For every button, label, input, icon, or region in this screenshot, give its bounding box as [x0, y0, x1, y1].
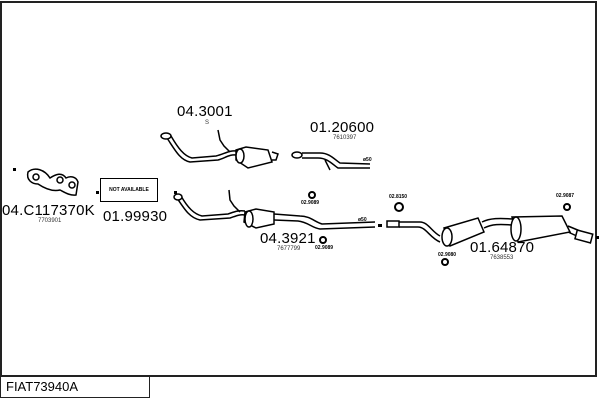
rubber-mount-icon: [319, 236, 327, 244]
hanger-clamp-icon: [394, 202, 404, 212]
accessory-number[interactable]: 02.9087: [556, 193, 575, 199]
part-number-manifold[interactable]: 04.C117370K: [2, 202, 95, 219]
accessory-number[interactable]: 02.8150: [389, 194, 408, 200]
bolt-icon: [596, 236, 599, 239]
bolt-icon: [378, 224, 382, 227]
rubber-mount-icon: [563, 203, 571, 211]
manifold-part[interactable]: [26, 168, 79, 196]
part-number-not-available[interactable]: 01.99930: [103, 208, 168, 225]
intermediate-pipe-upper-part[interactable]: [291, 151, 371, 171]
accessory-number[interactable]: 02.9089: [315, 245, 334, 251]
accessory-number[interactable]: 02.9089: [301, 200, 320, 206]
pipe-diameter-tag: ø50: [358, 217, 367, 223]
bolt-icon: [174, 191, 177, 194]
accessory-number[interactable]: 02.9080: [438, 252, 457, 258]
part-number-front-pipe-catalyst[interactable]: 04.3921: [260, 230, 316, 247]
front-pipe-upper-part[interactable]: [160, 129, 279, 169]
rubber-mount-icon: [441, 258, 449, 266]
part-number-front-pipe-upper[interactable]: 04.3001: [177, 103, 233, 120]
front-pipe-catalyst-part[interactable]: [173, 189, 376, 230]
not-available-box: NOT AVAILABLE: [100, 178, 158, 202]
diagram-code: FIAT73940A: [0, 377, 150, 398]
diagram-frame: [0, 1, 597, 377]
bolt-icon: [96, 191, 99, 194]
not-available-label: NOT AVAILABLE: [109, 187, 149, 193]
part-number-intermediate-pipe[interactable]: 01.20600: [310, 119, 375, 136]
rubber-mount-icon: [308, 191, 316, 199]
oem-number-front-pipe-upper: S: [205, 120, 210, 126]
pipe-diameter-tag: ø50: [363, 157, 372, 163]
oem-number-rear-silencer: 7638553: [490, 255, 514, 261]
bolt-icon: [13, 168, 16, 171]
part-number-rear-silencer[interactable]: 01.64870: [470, 239, 535, 256]
oem-number-manifold: 7703901: [38, 218, 62, 224]
rear-silencer-part[interactable]: [386, 215, 594, 247]
oem-number-intermediate-pipe: 7610397: [333, 135, 357, 141]
oem-number-front-pipe-catalyst: 7677799: [277, 246, 301, 252]
